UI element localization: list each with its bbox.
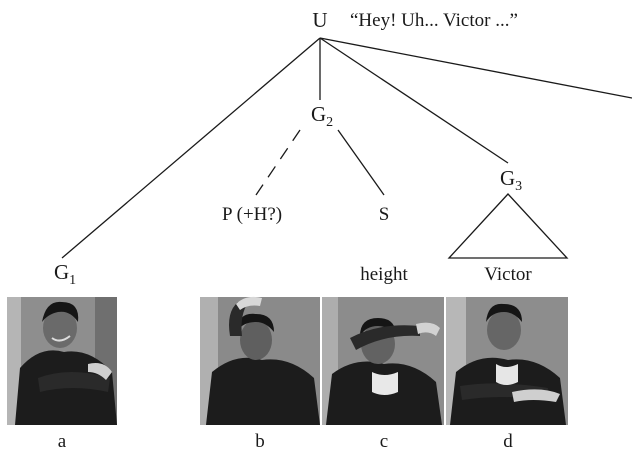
photo-d [446,297,568,425]
photo-label-b: b [255,431,265,452]
edge-u-g3 [319,37,509,164]
photo-label-d: d [503,431,513,452]
node-g2: G2 [311,102,333,130]
leaf-victor: Victor [484,264,532,285]
utterance-quote: “Hey! Uh... Victor ...” [350,10,518,31]
edge-g2-s [337,129,385,196]
g3-triangle [447,193,569,259]
photo-label-a: a [58,431,67,452]
node-s: S [379,204,390,225]
node-g3: G3 [500,166,522,194]
photo-label-c: c [380,431,388,452]
node-p: P (+H?) [222,204,282,225]
photo-c [322,297,444,425]
edge-u-offpage [319,37,632,99]
edge-u-g1 [61,37,321,259]
photo-b [200,296,320,425]
root-node-u: U [312,8,327,32]
node-g1: G1 [54,260,76,288]
edge-g2-p [255,129,301,196]
leaf-height: height [360,264,408,285]
photo-a [7,297,117,425]
